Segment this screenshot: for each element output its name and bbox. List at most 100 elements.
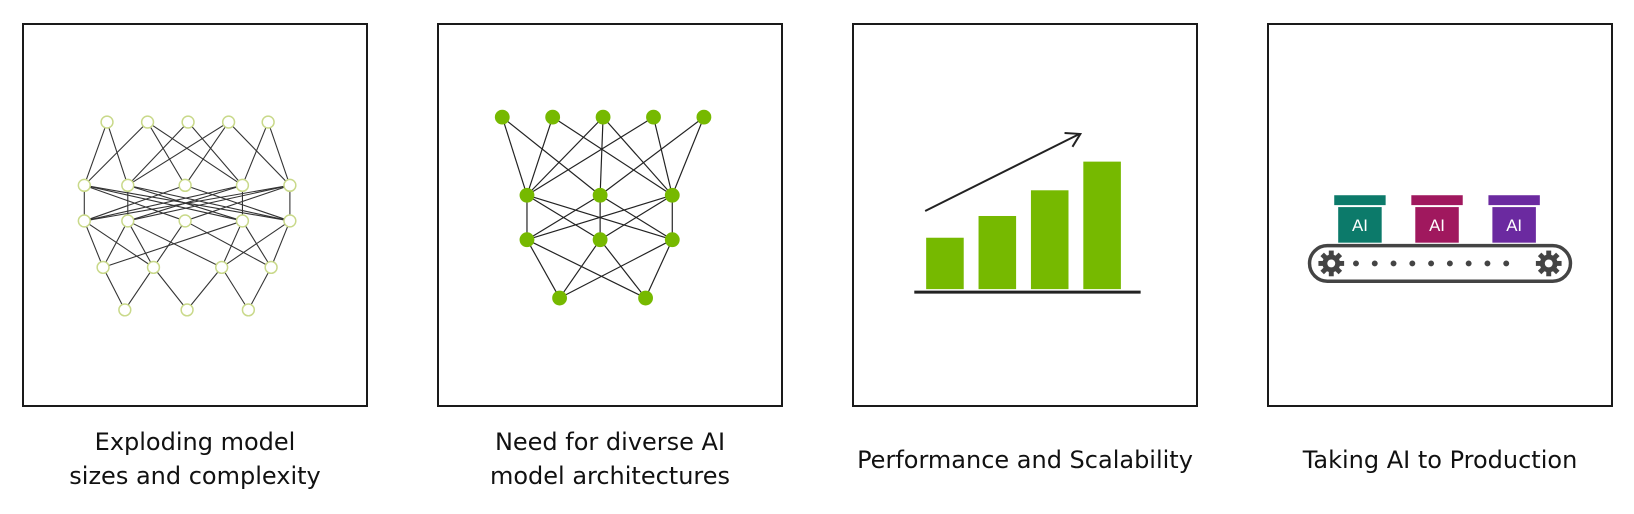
network-edge [147,121,186,186]
belt-dot [1371,260,1378,267]
network-edge [559,239,601,299]
ai-box-purple: AI [1488,195,1540,243]
network-edge [186,267,223,311]
panel-production: AI AI AI [1267,23,1613,407]
network-edge [526,239,561,299]
growth-bar-1 [926,237,964,290]
gear-tooth [1338,260,1345,266]
network-edge [184,184,291,222]
network-edge [83,121,108,186]
network-edge [127,220,222,268]
network-node [235,214,250,228]
panel-3-caption: Performance and Scalability [857,446,1193,474]
network-edge [645,239,673,299]
belt [1307,243,1573,283]
network-node [519,232,535,248]
network-edge [221,267,249,311]
network-edge [602,116,673,196]
network-edge [124,267,154,311]
network-node [180,303,194,317]
gear-tooth [1555,260,1562,266]
network-node [146,260,161,275]
network-node [664,187,680,203]
belt-dot [1465,260,1472,267]
conveyor-belt-icon: AI AI AI [1307,195,1573,283]
network-edge [552,116,673,196]
network-edge [127,121,229,186]
network-edge [599,194,673,241]
network-edge [247,267,272,311]
network-edge [102,220,243,268]
network-edge [501,116,601,196]
network-edge [127,184,291,222]
sparse-network-icon [77,115,297,317]
belt-dot [1446,260,1453,267]
network-node [592,187,608,203]
belt-dot [1353,260,1359,267]
network-node [494,109,510,125]
network-node [96,260,110,275]
network-edge [187,121,243,186]
network-edge [526,116,554,196]
gear-tooth [1537,252,1546,261]
ai-box-teal: AI [1334,195,1386,243]
panel-exploding-models [22,23,368,407]
network-node [638,290,653,306]
growth-bar-4 [1083,161,1121,290]
network-node [181,115,195,129]
ai-box-label: AI [1352,216,1368,235]
growth-bar-2 [978,215,1017,290]
trend-arrow-line [924,133,1080,212]
network-edge [127,220,154,268]
network-node [545,109,561,125]
network-node [221,115,236,129]
network-node [77,178,91,193]
gear-tooth [1551,252,1560,261]
gear-tooth [1334,266,1343,275]
network-node [261,115,275,129]
network-edge [84,184,290,222]
network-node [519,187,535,203]
belt-dot [1428,260,1435,267]
network-edge [559,239,673,299]
network-node [595,109,611,125]
network-node [264,260,278,275]
gear-tooth [1537,266,1546,275]
network-edge [127,121,189,186]
network-node [283,178,297,193]
network-node [118,303,132,317]
belt-dot [1390,260,1397,267]
network-edge [84,184,186,222]
green-network-icon [494,109,712,306]
panel-2-caption: Need for diverse AI model architectures [489,428,731,490]
gear-tooth [1320,266,1329,275]
network-edge [102,267,126,311]
gear-tooth [1328,250,1334,257]
gear-icon [1535,250,1562,277]
network-edge [501,116,528,196]
network-node [552,290,568,306]
network-edge [526,194,601,241]
network-edge [84,184,243,222]
network-node [100,115,114,129]
network-edge [184,121,230,186]
network-node [646,109,661,125]
gear-tooth [1328,270,1334,277]
network-edge [184,220,272,268]
gear-tooth [1334,252,1343,261]
network-edge [652,117,673,196]
network-node [241,303,256,317]
network-edge [147,121,243,186]
network-edge [526,239,646,299]
panel-performance [852,23,1198,407]
network-node [235,178,250,193]
ai-box-label: AI [1506,216,1522,235]
network-edge [221,220,291,268]
network-edge [270,220,291,268]
network-node [664,232,680,248]
gear-tooth [1551,266,1560,275]
network-node [77,214,91,228]
network-edge [599,117,604,196]
gear-tooth [1320,252,1329,261]
network-edge [526,116,654,196]
